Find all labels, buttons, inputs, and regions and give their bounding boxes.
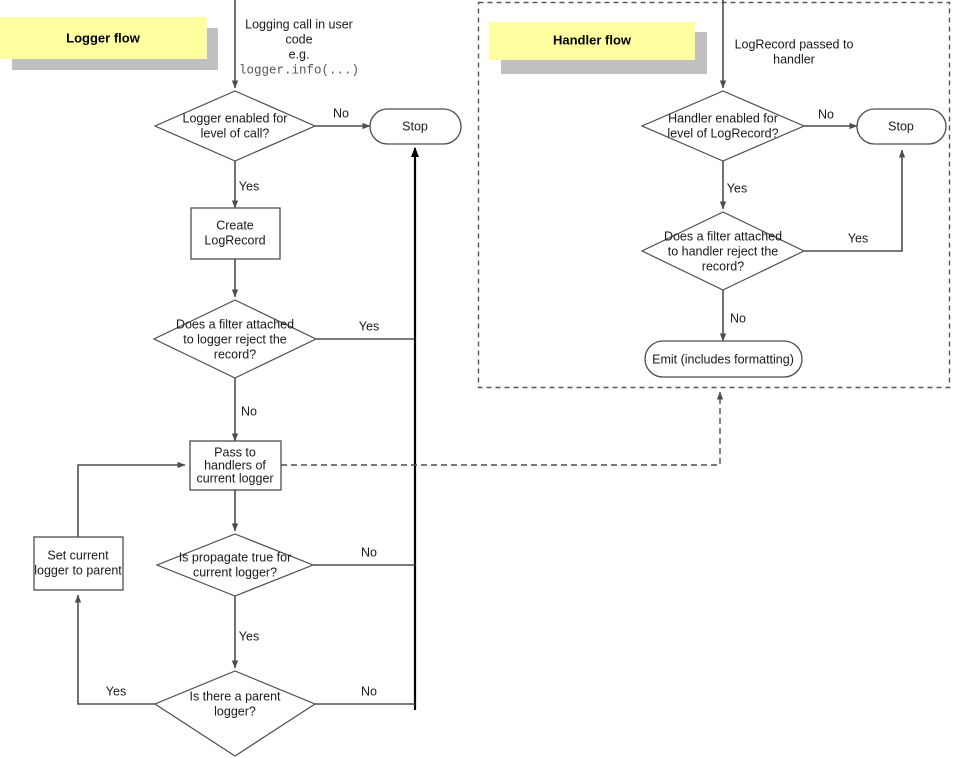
set-current-logger-parent-line2: logger to parent	[34, 563, 122, 577]
handler-enabled-decision-line2: level of LogRecord?	[667, 126, 778, 140]
edge-label-logger-filter-yes: Yes	[359, 319, 379, 333]
edge-label-handler-enabled-yes: Yes	[727, 181, 747, 195]
stop-logger-shape	[369, 108, 462, 145]
node-stop-handler: Stop	[856, 108, 947, 145]
logger-filter-decision-line2: to logger reject the	[183, 332, 287, 346]
logger-enabled-decision-line1: Logger enabled for	[183, 111, 288, 125]
node-logger-filter-decision: Does a filter attached to logger reject …	[152, 299, 318, 379]
handler-filter-decision-line1: Does a filter attached	[664, 229, 782, 243]
edge-parent-yes	[74, 594, 155, 705]
propagate-decision-line1: Is propagate true for	[179, 550, 292, 564]
handler-filter-decision-line3: record?	[702, 259, 744, 273]
node-emit: Emit (includes formatting)	[644, 340, 803, 378]
stop-handler-shape	[856, 108, 947, 145]
node-propagate-decision: Is propagate true for current logger?	[155, 533, 315, 597]
edge-set-parent-to-pass-handlers	[77, 461, 186, 537]
edge-label-handler-enabled-no: No	[818, 107, 834, 121]
logger-entry-caption-line2: code	[285, 32, 312, 46]
propagate-decision-line2: current logger?	[193, 565, 277, 579]
banner-handler-flow: Handler flow	[489, 22, 707, 74]
node-stop-logger: Stop	[369, 108, 462, 145]
parent-logger-decision-shape	[153, 670, 317, 757]
edge-label-handler-filter-yes: Yes	[848, 231, 868, 245]
stop-logger-label: Stop	[402, 119, 428, 133]
logger-filter-decision-line1: Does a filter attached	[176, 317, 294, 331]
emit-label: Emit (includes formatting)	[652, 352, 794, 366]
logger-entry-caption: Logging call in user code e.g. logger.in…	[239, 17, 359, 77]
create-logrecord-line1: Create	[216, 218, 254, 232]
node-parent-logger-decision: Is there a parent logger?	[153, 670, 317, 757]
logger-entry-caption-line1: Logging call in user	[245, 17, 353, 31]
stop-handler-label: Stop	[888, 119, 914, 133]
handler-entry-caption-line2: handler	[773, 52, 815, 66]
pass-to-handlers-line2: handlers of	[204, 458, 266, 472]
logger-entry-caption-code: logger.info(...)	[239, 63, 359, 77]
node-create-logrecord: Create LogRecord	[190, 207, 281, 260]
create-logrecord-shape	[190, 207, 281, 260]
banner-logger-flow: Logger flow	[0, 17, 218, 70]
pass-to-handlers-line3: current logger	[196, 471, 273, 485]
handler-filter-decision-line2: to handler reject the	[668, 244, 779, 258]
edge-pass-to-handler-flow-dashed	[281, 391, 724, 466]
edge-label-logger-filter-no: No	[241, 404, 257, 418]
handler-entry-caption-line1: LogRecord passed to	[735, 37, 854, 51]
handler-flow-banner-fill	[489, 22, 695, 60]
logger-entry-caption-line3: e.g.	[289, 47, 310, 61]
logger-enabled-decision-line2: level of call?	[201, 126, 270, 140]
edge-handler-filter-yes	[804, 149, 906, 252]
node-logger-enabled-decision: Logger enabled for level of call?	[153, 90, 317, 162]
create-logrecord-line2: LogRecord	[204, 233, 265, 247]
node-set-current-logger-parent: Set current logger to parent	[33, 536, 124, 591]
pass-to-handlers-line1: Pass to	[214, 445, 256, 459]
edge-label-propagate-yes: Yes	[239, 629, 259, 643]
handler-enabled-decision-line1: Handler enabled for	[668, 111, 778, 125]
edge-label-propagate-no: No	[361, 545, 377, 559]
emit-shape	[644, 340, 803, 378]
set-current-logger-parent-line1: Set current	[47, 548, 109, 562]
logger-flow-banner-label: Logger flow	[66, 30, 141, 45]
edge-label-logger-enabled-yes: Yes	[239, 179, 259, 193]
node-handler-enabled-decision: Handler enabled for level of LogRecord?	[640, 90, 806, 162]
set-current-logger-parent-shape	[33, 536, 124, 591]
edge-label-parent-yes: Yes	[106, 684, 126, 698]
logger-flow-banner-fill	[0, 17, 207, 59]
logger-filter-decision-line3: record?	[214, 347, 256, 361]
edge-label-logger-enabled-no: No	[333, 106, 349, 120]
node-pass-to-handlers: Pass to handlers of current logger	[189, 440, 282, 491]
parent-logger-decision-line2: logger?	[214, 704, 256, 718]
edge-label-handler-filter-no: No	[730, 311, 746, 325]
edge-label-parent-no: No	[361, 684, 377, 698]
node-handler-filter-decision: Does a filter attached to handler reject…	[640, 211, 806, 291]
handler-entry-caption: LogRecord passed to handler	[735, 37, 854, 66]
parent-logger-decision-line1: Is there a parent	[189, 689, 281, 703]
handler-flow-banner-label: Handler flow	[553, 32, 632, 47]
handler-flow-group-boundary	[477, 1, 951, 389]
